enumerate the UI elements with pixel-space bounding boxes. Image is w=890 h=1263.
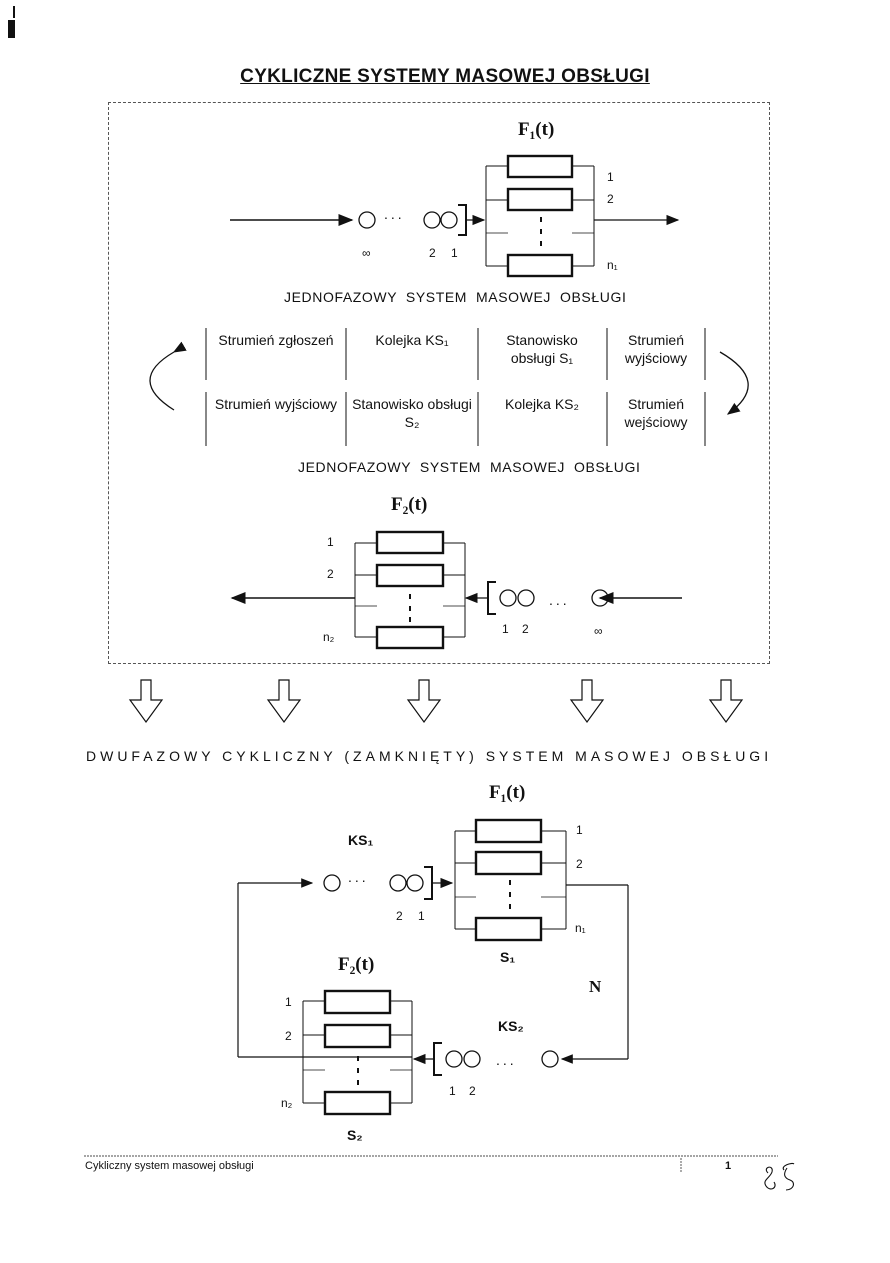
- closed-f1-label: F₁(t): [489, 782, 526, 803]
- closed-s2-channel-2: 2: [285, 1029, 292, 1043]
- handwritten-page-number: [764, 1162, 795, 1191]
- cycle-arrow-left: [149, 341, 187, 411]
- closed-q1-label-2: 2: [396, 909, 403, 923]
- table-cell-r1c3: Stanowisko obsługi S₁: [506, 332, 578, 366]
- closed-f2-label: F₂(t): [338, 954, 375, 975]
- footer-text: Cykliczny system masowej obsługi: [85, 1160, 254, 1172]
- channel-label-n1: n₁: [607, 258, 618, 272]
- channel-label-1: 1: [607, 170, 614, 184]
- two-phase-caption: DWUFAZOWY CYKLICZNY (ZAMKNIĘTY) SYSTEM M…: [86, 748, 773, 764]
- queue-dots: ...: [384, 206, 405, 222]
- queue-label-infinity-bottom: ∞: [594, 624, 603, 638]
- cycle-arrow-right: [719, 351, 749, 415]
- single-phase-caption-top: JEDNOFAZOWY SYSTEM MASOWEJ OBSŁUGI: [284, 289, 627, 305]
- table-cell-r1c1: Strumień zgłoszeń: [218, 332, 334, 348]
- s1-label: S₁: [500, 949, 516, 965]
- table-cell-r1c4: Strumień wyjściowy: [624, 332, 688, 366]
- queue-label-1-bottom: 1: [502, 622, 509, 636]
- f2-label: F₂(t): [391, 494, 428, 515]
- queue-label-2: 2: [429, 246, 436, 260]
- closed-s2-channel-1: 1: [285, 995, 292, 1009]
- scan-mark: [8, 20, 15, 38]
- bottom-queue-system: [230, 530, 682, 650]
- single-phase-caption-middle: JEDNOFAZOWY SYSTEM MASOWEJ OBSŁUGI: [298, 459, 641, 475]
- closed-s1-channel-n1: n₁: [575, 921, 586, 935]
- channel-label-2-bottom: 2: [327, 567, 334, 581]
- single-phase-frame: [108, 102, 770, 664]
- table-cell-r2c3: Kolejka KS₂: [505, 396, 579, 412]
- ks2-label: KS₂: [498, 1018, 524, 1034]
- closed-q1-label-1: 1: [418, 909, 425, 923]
- closed-s2-channel-n2: n₂: [281, 1096, 293, 1110]
- closed-s1-channel-1: 1: [576, 823, 583, 837]
- closed-q1-dots: ...: [348, 869, 369, 885]
- down-arrows: [128, 679, 744, 724]
- table-cell-r2c2: Stanowisko obsługi S₂: [352, 396, 472, 430]
- table-cell-r2c4: Strumień wejściowy: [624, 396, 688, 430]
- closed-q2-dots: ...: [496, 1052, 517, 1068]
- channel-label-1-bottom: 1: [327, 535, 334, 549]
- queue-label-2-bottom: 2: [522, 622, 529, 636]
- queue-label-infinity: ∞: [362, 246, 371, 260]
- table-cell-r2c1: Strumień wyjściowy: [214, 396, 338, 412]
- closed-system: [237, 818, 629, 1116]
- closed-s1-channel-2: 2: [576, 857, 583, 871]
- s2-label: S₂: [347, 1127, 363, 1143]
- table-cell-r1c2: Kolejka KS₁: [375, 332, 449, 348]
- stream-table-lines: [205, 328, 706, 446]
- queue-dots-bottom: ...: [549, 592, 570, 608]
- page-title: CYKLICZNE SYSTEMY MASOWEJ OBSŁUGI: [240, 66, 650, 87]
- page-number: 1: [725, 1160, 732, 1172]
- n-label: N: [589, 977, 602, 996]
- queue-label-1: 1: [451, 246, 458, 260]
- closed-q2-label-2: 2: [469, 1084, 476, 1098]
- channel-label-2: 2: [607, 192, 614, 206]
- channel-label-n2-bottom: n₂: [323, 630, 335, 644]
- f1-label: F₁(t): [518, 119, 555, 140]
- closed-q2-label-1: 1: [449, 1084, 456, 1098]
- ks1-label: KS₁: [348, 832, 374, 848]
- top-queue-system: [230, 154, 680, 278]
